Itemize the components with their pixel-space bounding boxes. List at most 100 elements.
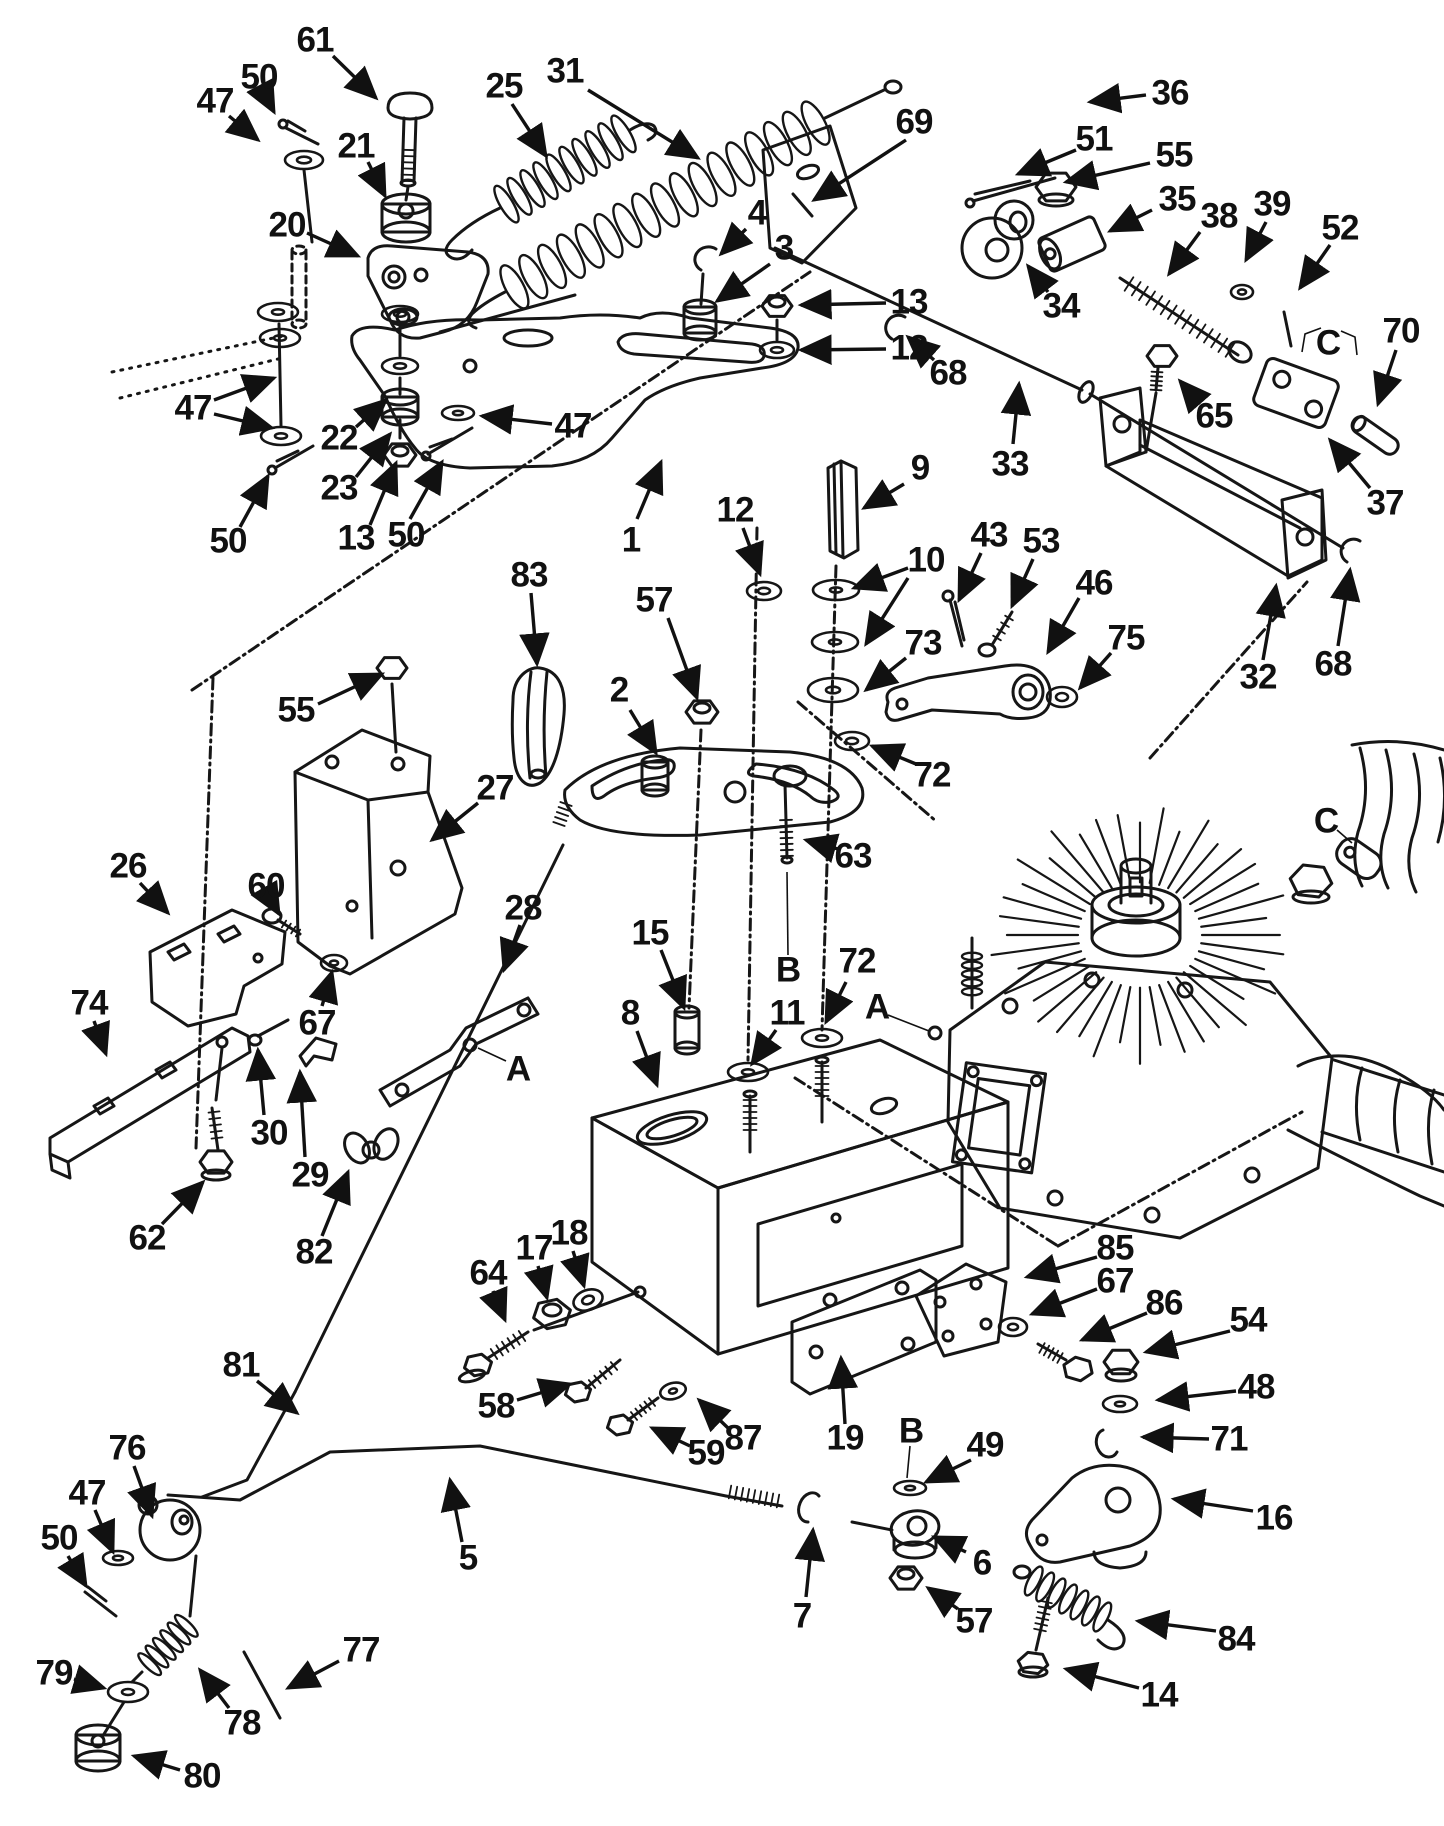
callout-arrow-57 bbox=[925, 1586, 962, 1619]
part-callout-59-60: 59 bbox=[688, 1434, 725, 1473]
part-callout-28-45: 28 bbox=[505, 889, 542, 928]
part-callout-72-55: 72 bbox=[839, 942, 876, 981]
part-callout-81-68: 81 bbox=[223, 1346, 260, 1385]
part-callout-22-85: 22 bbox=[321, 419, 358, 458]
part-callout-83-40: 83 bbox=[511, 556, 548, 595]
stud-spacer bbox=[640, 754, 670, 798]
part-callout-4-21: 4 bbox=[748, 194, 768, 233]
part-callout-85-76: 85 bbox=[1097, 1229, 1134, 1268]
part-callout-58-59: 58 bbox=[478, 1387, 515, 1426]
callout-arrow-50 bbox=[408, 459, 444, 520]
wing-clip-82 bbox=[343, 1127, 400, 1165]
part-callout-33-19: 33 bbox=[992, 445, 1029, 484]
part-callout-13-23: 13 bbox=[891, 283, 928, 322]
callout-arrow-28 bbox=[499, 924, 529, 974]
part-callout-60-44: 60 bbox=[248, 867, 285, 906]
part-callout-36-8: 36 bbox=[1152, 74, 1189, 113]
datum-letter-A-0: A bbox=[865, 988, 890, 1027]
callout-arrow-55 bbox=[317, 672, 386, 706]
callout-arrow-74 bbox=[81, 1020, 110, 1058]
spacer-3 bbox=[682, 298, 718, 342]
part-callout-17-57: 17 bbox=[516, 1229, 553, 1268]
callout-arrow-1 bbox=[635, 458, 664, 520]
callout-arrow-12 bbox=[797, 334, 887, 365]
part-callout-75-34: 75 bbox=[1108, 619, 1145, 658]
part-callout-64-56: 64 bbox=[470, 1254, 508, 1293]
bolt-62 bbox=[210, 1106, 220, 1152]
bolt-59-head bbox=[605, 1413, 635, 1437]
part-callout-55-10: 55 bbox=[1156, 136, 1193, 175]
callout-arrow-16 bbox=[1170, 1488, 1254, 1519]
part-callout-78-73: 78 bbox=[224, 1704, 261, 1743]
callout-arrow-15 bbox=[658, 949, 687, 1012]
callout-arrow-78 bbox=[197, 1667, 231, 1710]
callout-arrow-10 bbox=[864, 577, 910, 647]
hex-pin-9 bbox=[826, 459, 860, 560]
bracket-8 bbox=[590, 1004, 1010, 1356]
callout-arrow-85 bbox=[1023, 1253, 1098, 1284]
part-callout-52-14: 52 bbox=[1322, 209, 1359, 248]
callout-arrow-72 bbox=[868, 743, 917, 772]
callout-arrow-80 bbox=[130, 1750, 181, 1780]
callout-arrow-70 bbox=[1373, 349, 1403, 408]
part-callout-5-67: 5 bbox=[459, 1539, 478, 1578]
datum-letter-B-2: B bbox=[776, 951, 800, 990]
part-callout-11-54: 11 bbox=[770, 994, 806, 1033]
callout-arrow-9 bbox=[861, 479, 905, 510]
part-callout-61-0: 61 bbox=[297, 21, 334, 60]
callout-arrow-83 bbox=[519, 592, 550, 668]
cotter-43 bbox=[948, 598, 964, 648]
callout-arrow-71 bbox=[1139, 1422, 1210, 1454]
part-callout-51-9: 51 bbox=[1076, 120, 1113, 159]
callout-arrow-30 bbox=[245, 1046, 277, 1116]
callout-arrow-50 bbox=[246, 77, 276, 116]
part-callout-50-88: 50 bbox=[210, 522, 247, 561]
washer-67b bbox=[997, 1316, 1029, 1338]
part-callout-65-17: 65 bbox=[1196, 397, 1233, 436]
datum-letter-C-4: C bbox=[1316, 324, 1341, 363]
callout-arrow-17 bbox=[523, 1264, 554, 1302]
e-clip-68b bbox=[1339, 537, 1362, 564]
part-callout-3-22: 3 bbox=[775, 229, 794, 268]
callout-arrow-46 bbox=[1046, 597, 1081, 655]
callout-arrow-59 bbox=[648, 1426, 691, 1455]
part-callout-7-66: 7 bbox=[793, 1597, 811, 1636]
knob-83 bbox=[510, 666, 566, 787]
part-callout-26-43: 26 bbox=[110, 847, 147, 886]
plate-2-group bbox=[563, 459, 1079, 865]
part-callout-50-1: 50 bbox=[241, 58, 278, 97]
callout-arrow-75 bbox=[1077, 651, 1113, 691]
part-callout-10-29: 10 bbox=[908, 541, 945, 580]
callout-arrow-49 bbox=[922, 1454, 972, 1484]
part-callout-30-48: 30 bbox=[251, 1114, 288, 1153]
pivot-76 bbox=[138, 1498, 202, 1562]
callout-arrow-72 bbox=[824, 981, 854, 1026]
callout-arrow-7 bbox=[794, 1526, 826, 1598]
callout-arrow-36 bbox=[1086, 83, 1147, 114]
callout-arrow-52 bbox=[1298, 244, 1332, 291]
callout-arrow-67 bbox=[1028, 1287, 1098, 1318]
callout-arrow-86 bbox=[1078, 1311, 1148, 1343]
part-callout-62-50: 62 bbox=[129, 1219, 166, 1258]
part-callout-27-42: 27 bbox=[477, 769, 514, 808]
part-callout-69-7: 69 bbox=[896, 103, 933, 142]
callout-arrow-4 bbox=[718, 221, 754, 257]
washer-48 bbox=[1101, 1394, 1139, 1414]
part-callout-82-51: 82 bbox=[296, 1233, 333, 1272]
callout-arrow-73 bbox=[863, 656, 908, 693]
callout-arrow-23 bbox=[354, 431, 393, 479]
bolt-65-head bbox=[1145, 344, 1179, 368]
part-callout-23-86: 23 bbox=[321, 469, 358, 508]
callout-arrow-35 bbox=[1106, 203, 1153, 233]
clip-7 bbox=[797, 1491, 821, 1524]
bracket-32-left bbox=[1098, 386, 1148, 468]
part-callout-38-12: 38 bbox=[1201, 197, 1238, 236]
part-callout-71-81: 71 bbox=[1211, 1420, 1248, 1459]
callout-arrow-20 bbox=[306, 229, 362, 258]
datum-a-stud bbox=[927, 1025, 943, 1041]
callout-arrow-47 bbox=[213, 405, 276, 436]
cotter-pin-50 bbox=[284, 126, 320, 146]
trunnion-group bbox=[960, 171, 1400, 580]
callout-arrow-50 bbox=[238, 473, 270, 528]
